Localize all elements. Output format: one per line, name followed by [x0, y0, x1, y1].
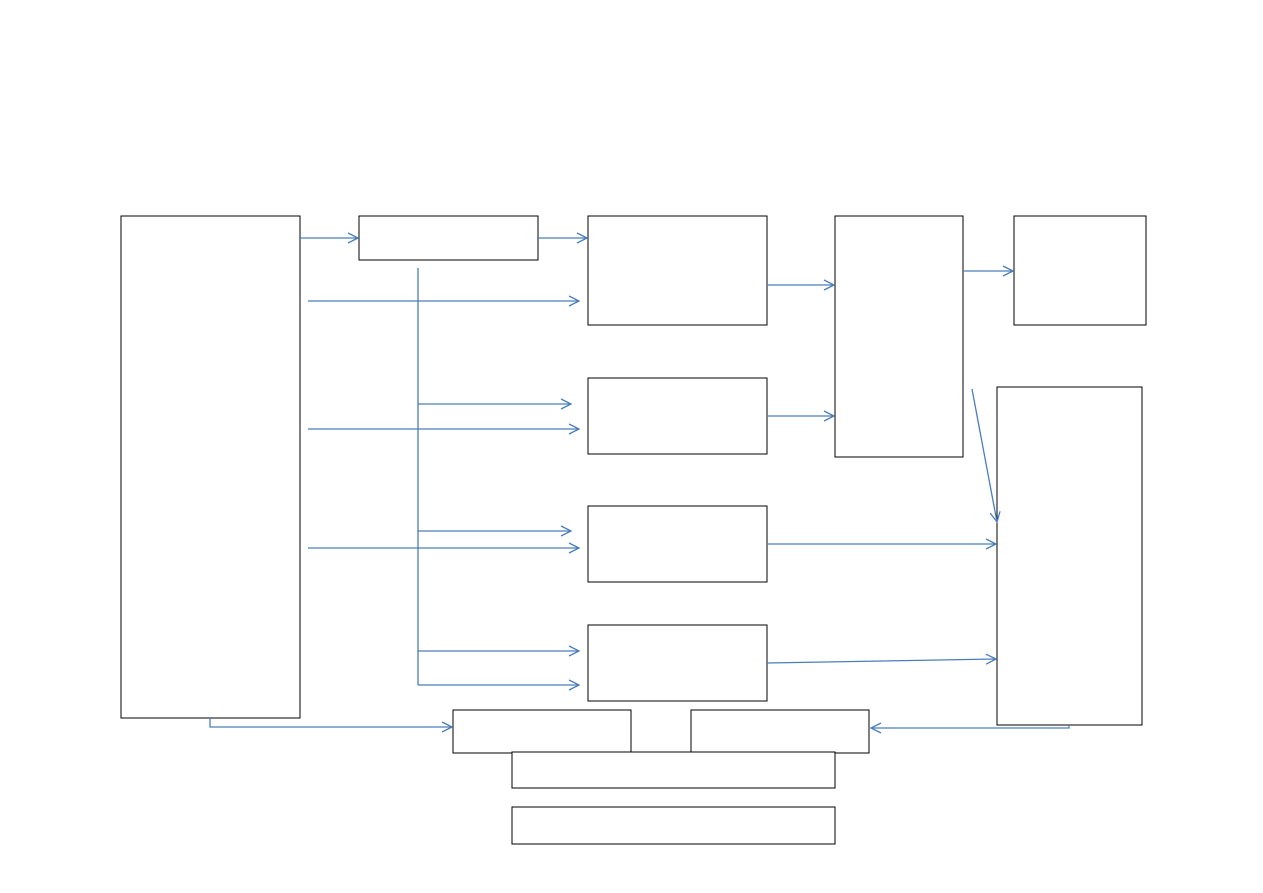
node-bottom-left-box — [452, 709, 632, 754]
node-mid-box-1 — [587, 215, 768, 326]
node-bottom-wide-box-2 — [511, 806, 836, 845]
node-mid-box-3 — [587, 505, 768, 583]
edge-tall-to-right — [971, 388, 997, 522]
edge-mid4-to-right — [766, 659, 996, 663]
node-left-column — [120, 215, 301, 719]
node-top-right-box — [1013, 215, 1147, 326]
nodes — [120, 215, 1147, 845]
edge-left-to-bottomleft — [209, 718, 452, 727]
node-bottom-wide-box-1 — [511, 751, 836, 789]
node-right-column — [996, 386, 1143, 726]
node-bottom-right-box — [690, 709, 870, 754]
node-top-box — [358, 215, 539, 261]
edge-right-to-bottomright — [871, 725, 1070, 728]
node-tall-center-box — [834, 215, 964, 458]
node-mid-box-4 — [587, 624, 768, 702]
edges — [209, 238, 1070, 728]
node-mid-box-2 — [587, 377, 768, 455]
